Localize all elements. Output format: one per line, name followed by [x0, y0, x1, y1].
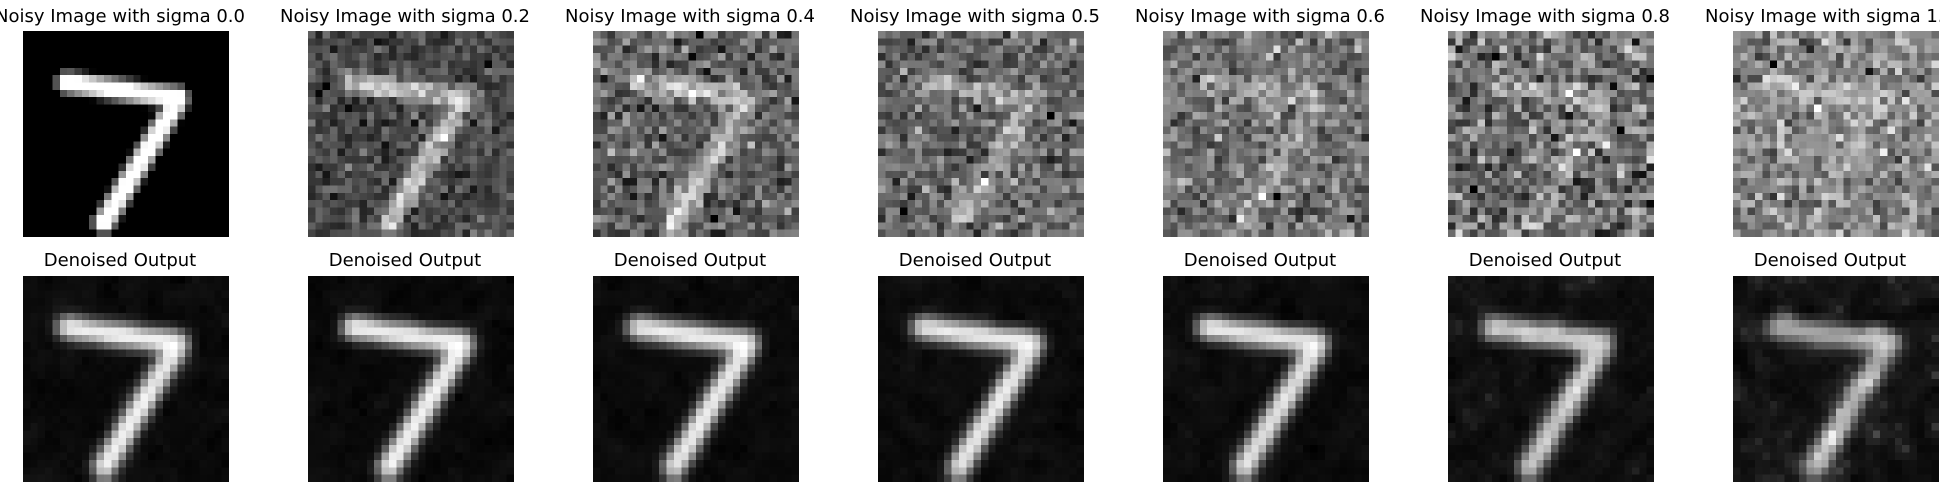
denoised-image — [1733, 276, 1939, 482]
denoised-panel-3: Denoised Output — [835, 245, 1115, 490]
noisy-image — [308, 31, 514, 237]
noisy-title: Noisy Image with sigma 0.2 — [280, 6, 530, 27]
denoised-image — [1448, 276, 1654, 482]
denoised-title: Denoised Output — [328, 250, 482, 271]
noisy-title: Noisy Image with sigma 1.0 — [1705, 6, 1940, 27]
denoised-panel-4: Denoised Output — [1120, 245, 1400, 490]
noisy-title: Noisy Image with sigma 0.5 — [850, 6, 1100, 27]
denoised-image — [23, 276, 229, 482]
denoised-images-row: Denoised Output Denoised Output Denoised… — [0, 245, 1940, 490]
noisy-image — [1448, 31, 1654, 237]
noisy-images-row: Noisy Image with sigma 0.0 Noisy Image w… — [0, 0, 1940, 245]
denoised-title: Denoised Output — [1183, 250, 1337, 271]
noisy-image — [1733, 31, 1939, 237]
denoised-title: Denoised Output — [1468, 250, 1622, 271]
denoised-image — [1163, 276, 1369, 482]
denoised-panel-5: Denoised Output — [1405, 245, 1685, 490]
denoised-title: Denoised Output — [898, 250, 1052, 271]
noisy-image — [1163, 31, 1369, 237]
noisy-title: Noisy Image with sigma 0.0 — [0, 6, 245, 27]
noisy-title: Noisy Image with sigma 0.6 — [1135, 6, 1385, 27]
denoised-title: Denoised Output — [43, 250, 197, 271]
noisy-panel-1: Noisy Image with sigma 0.2 — [265, 0, 545, 245]
noisy-title: Noisy Image with sigma 0.4 — [565, 6, 815, 27]
denoised-image — [878, 276, 1084, 482]
denoised-panel-6: Denoised Output — [1690, 245, 1940, 490]
noisy-panel-2: Noisy Image with sigma 0.4 — [550, 0, 830, 245]
noisy-panel-0: Noisy Image with sigma 0.0 — [0, 0, 260, 245]
noisy-image — [23, 31, 229, 237]
denoised-panel-1: Denoised Output — [265, 245, 545, 490]
denoised-title: Denoised Output — [613, 250, 767, 271]
denoised-image — [593, 276, 799, 482]
noisy-panel-6: Noisy Image with sigma 1.0 — [1690, 0, 1940, 245]
denoised-panel-2: Denoised Output — [550, 245, 830, 490]
noisy-panel-5: Noisy Image with sigma 0.8 — [1405, 0, 1685, 245]
noisy-title: Noisy Image with sigma 0.8 — [1420, 6, 1670, 27]
denoised-panel-0: Denoised Output — [0, 245, 260, 490]
noisy-image — [878, 31, 1084, 237]
noisy-panel-3: Noisy Image with sigma 0.5 — [835, 0, 1115, 245]
denoised-image — [308, 276, 514, 482]
denoised-title: Denoised Output — [1753, 250, 1907, 271]
noisy-panel-4: Noisy Image with sigma 0.6 — [1120, 0, 1400, 245]
noisy-image — [593, 31, 799, 237]
